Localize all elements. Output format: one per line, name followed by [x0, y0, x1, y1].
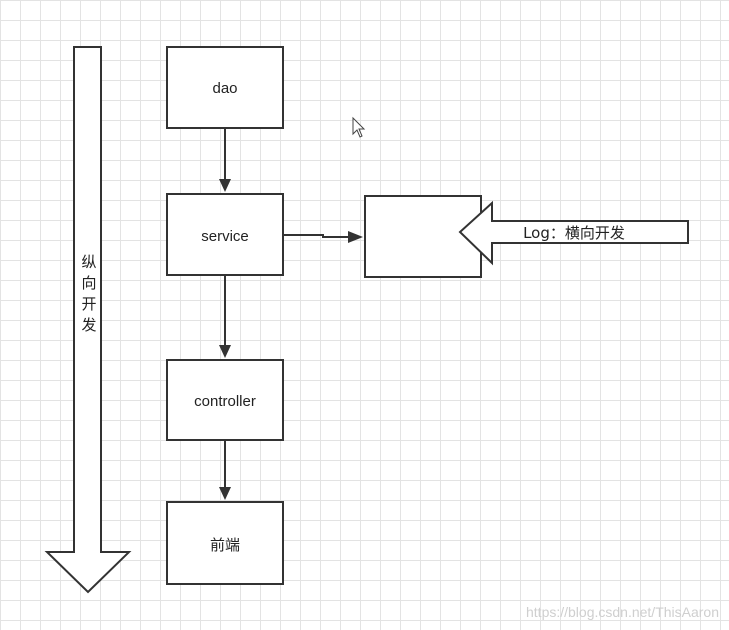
log-label: Log：横向开发 [523, 224, 625, 242]
watermark: https://blog.csdn.net/ThisAaron [526, 604, 719, 620]
controller-to-frontend-connector [219, 440, 231, 500]
aspect-box [364, 195, 482, 278]
dao-label: dao [212, 80, 237, 97]
vertical-development-arrow [44, 46, 132, 594]
log-arrow: Log：横向开发 [458, 200, 689, 266]
mouse-cursor-icon [352, 116, 366, 138]
dao-node: dao [166, 46, 284, 129]
frontend-label: 前端 [210, 537, 240, 554]
vertical-development-label: 纵向开发 [81, 253, 97, 334]
service-to-aspect-connector [283, 231, 363, 243]
service-label: service [201, 228, 249, 245]
controller-label: controller [194, 393, 256, 410]
dao-to-service-connector [219, 128, 231, 192]
controller-node: controller [166, 359, 284, 441]
service-node: service [166, 193, 284, 276]
frontend-node: 前端 [166, 501, 284, 585]
service-to-controller-connector [219, 275, 231, 358]
